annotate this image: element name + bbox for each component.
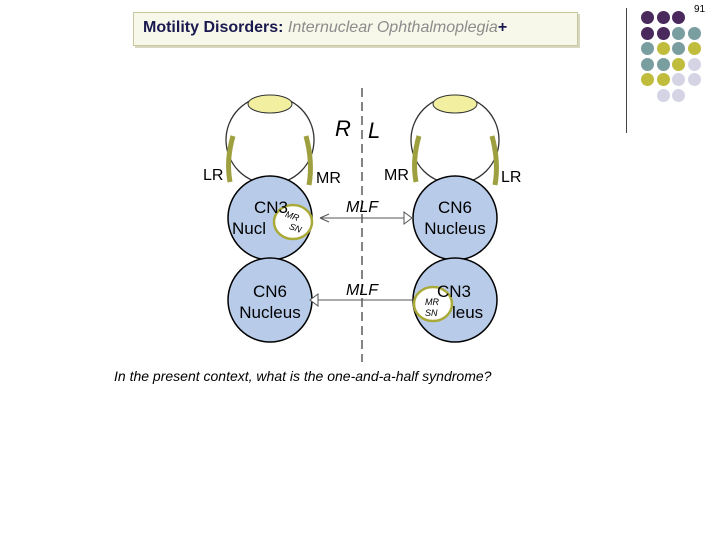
top-mlf-label: MLF: [346, 199, 378, 217]
bottom-mlf-label: MLF: [346, 282, 378, 300]
right-eye-lens: [248, 95, 292, 113]
right-eye: [226, 95, 314, 185]
left-eye: [411, 95, 499, 185]
top-right-nucleus-line2: Nucleus: [415, 218, 495, 239]
muscle-label-mr-right: MR: [384, 167, 409, 185]
bottom-subnucleus-mr-label: MR: [425, 298, 439, 307]
side-label-l: L: [368, 118, 380, 144]
muscle-label-mr-left: MR: [316, 170, 341, 188]
bottom-right-nucleus-line1: CN3: [437, 281, 497, 302]
top-left-nucleus-line1: CN3: [232, 197, 292, 218]
bottom-right-nucleus-label: CN3 leus: [437, 281, 497, 323]
muscle-label-lr-left: LR: [203, 167, 223, 185]
top-mlf-origin-marker: [404, 212, 412, 224]
top-left-nucleus-line2: Nucl: [232, 218, 292, 239]
top-right-nucleus-label: CN6 Nucleus: [415, 197, 495, 239]
left-eye-lens: [433, 95, 477, 113]
question-text: In the present context, what is the one-…: [114, 368, 491, 384]
top-right-nucleus-line1: CN6: [415, 197, 495, 218]
side-label-r: R: [335, 116, 351, 142]
bottom-left-nucleus-line1: CN6: [230, 281, 310, 302]
bottom-left-nucleus-line2: Nucleus: [230, 302, 310, 323]
bottom-subnucleus-sn-label: SN: [425, 309, 438, 318]
bottom-right-nucleus-line2: leus: [437, 302, 497, 323]
bottom-left-nucleus-label: CN6 Nucleus: [230, 281, 310, 323]
muscle-label-lr-right: LR: [501, 169, 521, 187]
